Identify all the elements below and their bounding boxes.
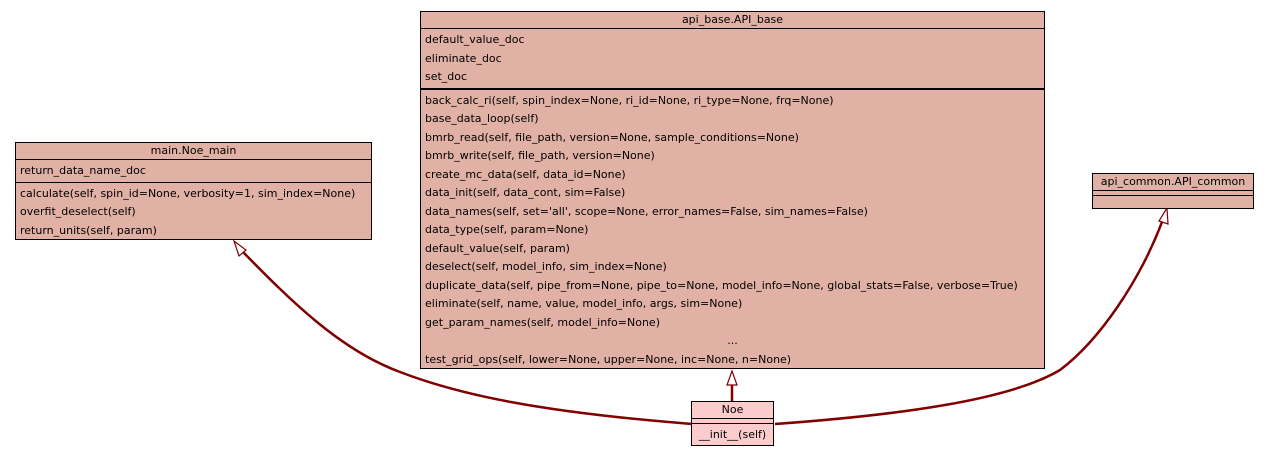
method: test_grid_ops(self, lower=None, upper=No… <box>425 352 792 366</box>
arrowhead-api-common <box>1158 206 1169 225</box>
edge-noe-to-api-common <box>774 221 1164 426</box>
class-title: api_common.API_common <box>1093 174 1253 191</box>
methods-section: calculate(self, spin_id=None, verbosity=… <box>16 183 371 242</box>
methods-section: back_calc_ri(self, spin_index=None, ri_i… <box>421 90 1044 371</box>
method: calculate(self, spin_id=None, verbosity=… <box>20 186 356 200</box>
arrowhead-api-base <box>726 369 738 386</box>
attributes-section: default_value_doc eliminate_doc set_doc <box>421 29 1044 90</box>
method-ellipsis: ... <box>727 334 738 347</box>
method: bmrb_write(self, file_path, version=None… <box>425 149 655 162</box>
class-title: Noe <box>692 402 773 419</box>
class-title: api_base.API_base <box>421 12 1044 29</box>
method: overfit_deselect(self) <box>20 205 136 218</box>
method: data_names(self, set='all', scope=None, … <box>425 204 868 218</box>
method: back_calc_ri(self, spin_index=None, ri_i… <box>425 93 834 107</box>
method: bmrb_read(self, file_path, version=None,… <box>425 130 799 144</box>
methods-section: __init__(self) <box>692 424 773 446</box>
method: get_param_names(self, model_info=None) <box>425 315 660 329</box>
attribute: default_value_doc <box>425 33 525 46</box>
method: data_type(self, param=None) <box>425 223 589 236</box>
attributes-section: return_data_name_doc <box>16 160 371 183</box>
arrowhead-noe-main <box>232 239 247 258</box>
edge-noe-to-noe-main <box>242 251 693 426</box>
class-api-base[interactable]: api_base.API_base default_value_doc elim… <box>420 11 1045 369</box>
method: data_init(self, data_cont, sim=False) <box>425 186 626 199</box>
method: default_value(self, param) <box>425 241 570 255</box>
class-title: main.Noe_main <box>16 143 371 160</box>
attributes-section <box>1093 191 1253 196</box>
method: return_units(self, param) <box>20 223 157 237</box>
attributes-section <box>692 419 773 424</box>
attribute: return_data_name_doc <box>20 164 146 177</box>
method: __init__(self) <box>698 428 767 441</box>
method: create_mc_data(self, data_id=None) <box>425 167 626 181</box>
attribute: set_doc <box>425 70 468 83</box>
method: eliminate(self, name, value, model_info,… <box>425 297 743 310</box>
attribute: eliminate_doc <box>425 51 502 65</box>
class-noe[interactable]: Noe __init__(self) <box>691 401 774 446</box>
method: deselect(self, model_info, sim_index=Non… <box>425 260 667 273</box>
class-noe-main[interactable]: main.Noe_main return_data_name_doc calcu… <box>15 142 372 240</box>
class-api-common[interactable]: api_common.API_common <box>1092 173 1254 209</box>
method: base_data_loop(self) <box>425 112 539 125</box>
methods-section <box>1093 196 1253 200</box>
method: duplicate_data(self, pipe_from=None, pip… <box>425 278 1018 292</box>
